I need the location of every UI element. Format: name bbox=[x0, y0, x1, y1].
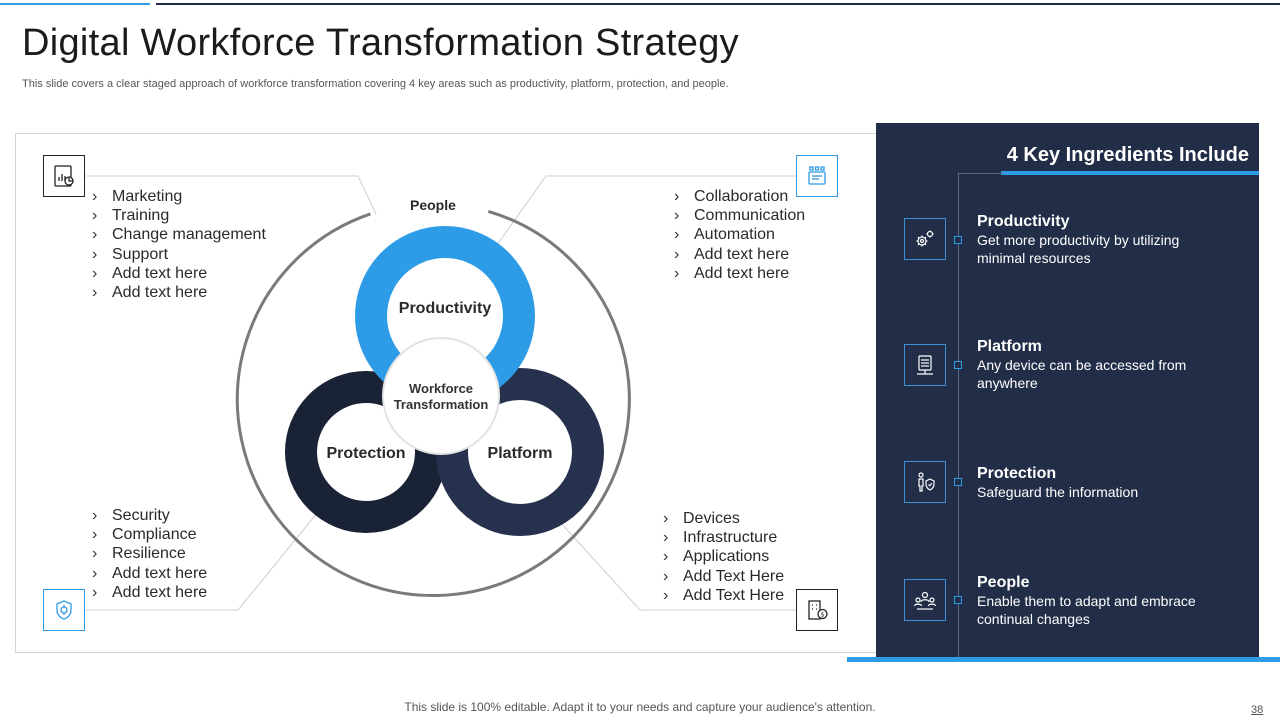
list-item: Applications bbox=[663, 547, 784, 566]
timeline-connector bbox=[958, 173, 1003, 174]
slide-subtitle: This slide covers a clear staged approac… bbox=[22, 78, 729, 90]
protection-label: Protection bbox=[326, 445, 406, 462]
chart-report-icon bbox=[43, 155, 85, 197]
panel-bottom-accent bbox=[847, 657, 1280, 662]
list-platform-areas: Devices Infrastructure Applications Add … bbox=[663, 509, 784, 605]
list-item: Collaboration bbox=[674, 187, 805, 206]
list-productivity-areas: Collaboration Communication Automation A… bbox=[674, 187, 805, 283]
timeline-dot bbox=[954, 236, 962, 244]
server-icon bbox=[904, 344, 946, 386]
ingredient-title: Productivity bbox=[977, 213, 1070, 230]
timeline-dot bbox=[954, 596, 962, 604]
list-item: Support bbox=[92, 245, 266, 264]
ingredient-title: People bbox=[977, 574, 1030, 591]
list-item: Devices bbox=[663, 509, 784, 528]
key-ingredients-title: 4 Key Ingredients Include bbox=[1006, 144, 1249, 166]
list-protection-areas: Security Compliance Resilience Add text … bbox=[92, 506, 207, 602]
list-item: Infrastructure bbox=[663, 528, 784, 547]
page-number: 38 bbox=[1251, 704, 1264, 716]
list-item: Marketing bbox=[92, 187, 266, 206]
top-accent-line bbox=[0, 3, 150, 5]
building-dollar-icon: $ bbox=[796, 589, 838, 631]
svg-text:$: $ bbox=[821, 611, 825, 618]
list-item: Add Text Here bbox=[663, 586, 784, 605]
people-label: People bbox=[410, 197, 456, 213]
center-label: Workforce Transformation bbox=[384, 381, 498, 413]
list-item: Change management bbox=[92, 225, 266, 244]
shield-gear-icon bbox=[43, 589, 85, 631]
list-item: Add text here bbox=[92, 264, 266, 283]
gears-icon bbox=[904, 218, 946, 260]
list-item: Communication bbox=[674, 206, 805, 225]
timeline-dot bbox=[954, 361, 962, 369]
platform-label: Platform bbox=[487, 445, 553, 462]
list-item: Add text here bbox=[674, 264, 805, 283]
key-ingredients-panel: 4 Key Ingredients Include Productivity G… bbox=[876, 123, 1259, 657]
list-item: Automation bbox=[674, 225, 805, 244]
ingredient-desc: Safeguard the information bbox=[977, 484, 1139, 500]
list-item: Add text here bbox=[92, 583, 207, 602]
ingredient-title: Platform bbox=[977, 338, 1042, 355]
ingredient-desc: Enable them to adapt and embrace continu… bbox=[977, 593, 1196, 627]
slide-title: Digital Workforce Transformation Strateg… bbox=[22, 22, 739, 64]
list-item: Add Text Here bbox=[663, 567, 784, 586]
list-item: Add text here bbox=[92, 283, 266, 302]
center-label-line1: Workforce bbox=[408, 381, 474, 396]
list-item: Resilience bbox=[92, 544, 207, 563]
list-item: Training bbox=[92, 206, 266, 225]
productivity-label: Productivity bbox=[398, 300, 492, 317]
ingredient-title: Protection bbox=[977, 465, 1057, 482]
timeline-dot bbox=[954, 478, 962, 486]
person-shield-icon bbox=[904, 461, 946, 503]
top-rule-line bbox=[156, 3, 1280, 5]
list-item: Add text here bbox=[92, 564, 207, 583]
footer-note: This slide is 100% editable. Adapt it to… bbox=[404, 700, 876, 714]
list-item: Security bbox=[92, 506, 207, 525]
people-group-icon bbox=[904, 579, 946, 621]
list-item: Compliance bbox=[92, 525, 207, 544]
center-label-line2: Transformation bbox=[393, 397, 489, 412]
list-people-areas: Marketing Training Change management Sup… bbox=[92, 187, 266, 302]
ingredient-desc: Any device can be accessed from anywhere bbox=[977, 357, 1187, 391]
list-item: Add text here bbox=[674, 245, 805, 264]
ingredient-desc: Get more productivity by utilizing minim… bbox=[977, 232, 1180, 266]
title-underline bbox=[1001, 171, 1259, 175]
timeline-line bbox=[958, 173, 959, 657]
